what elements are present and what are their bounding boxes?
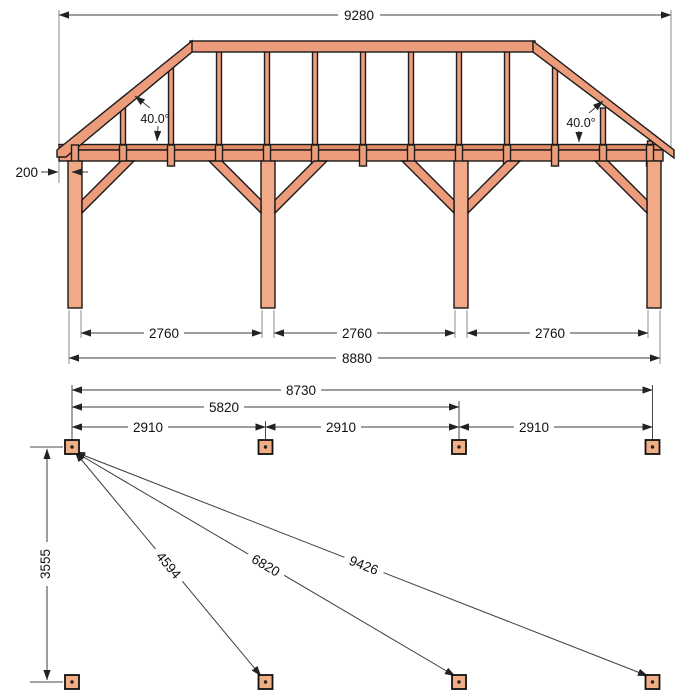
dim-label-bay-3: 2760 — [535, 326, 565, 341]
angle-label-right: 40.0° — [566, 116, 595, 130]
dim-depth-label-group: 3555 — [38, 542, 53, 586]
rafter-block — [358, 144, 368, 167]
dim-total-width: 9280 — [58, 8, 672, 23]
post-center-dot — [263, 445, 268, 449]
braces — [81, 160, 648, 215]
roof-stud — [551, 67, 559, 149]
rafter-block — [550, 144, 560, 167]
post-center-dot — [70, 680, 74, 684]
column-2 — [260, 160, 276, 309]
dimension-label-bg — [281, 383, 321, 397]
roof-stud — [503, 49, 511, 149]
angle-leader — [588, 100, 604, 114]
dim-plan-depth: 3555 — [38, 448, 53, 681]
rafter-block — [166, 144, 176, 167]
dimension-label-bg — [336, 351, 378, 365]
dimension-label-bg — [530, 326, 570, 340]
dimension-label-bg — [144, 326, 184, 340]
brace — [467, 160, 522, 215]
roof-stud — [167, 67, 175, 149]
roof-stud — [311, 49, 319, 149]
angle-label-left: 40.0° — [140, 112, 169, 126]
ridge-beam — [189, 40, 536, 53]
dimension-label-bg — [514, 420, 554, 434]
roof-stud — [215, 49, 223, 149]
dim-overhang: 200 — [15, 165, 88, 180]
roof-stud — [359, 49, 367, 149]
post-center-dot — [650, 445, 655, 449]
column-4 — [646, 160, 662, 309]
roof-stud — [407, 49, 415, 149]
dim-plan-total: 8730 — [71, 383, 653, 398]
right-rafter — [532, 39, 675, 160]
brace — [81, 160, 136, 215]
rafter-blocks — [70, 144, 655, 167]
dim-label-diagonal-3: 9426 — [347, 553, 380, 578]
angle-right: 40.0° — [566, 100, 604, 143]
post-center-dot — [650, 680, 655, 684]
dimension-label-bg — [342, 551, 386, 579]
roof-studs — [71, 49, 654, 149]
angle-leader — [134, 95, 151, 109]
diag-label-group-3: 9426 — [342, 551, 386, 579]
dim-label-plan-bay-1: 2910 — [133, 420, 163, 435]
dim-columns-width: 8880 — [68, 351, 661, 366]
dim-label-plan-total: 8730 — [286, 383, 316, 398]
dimension-label-bg — [128, 420, 168, 434]
left-rafter — [56, 39, 193, 158]
dimension-label-bg — [38, 542, 52, 586]
brace — [400, 160, 455, 215]
dim-label-plan-bay-3: 2910 — [519, 420, 549, 435]
elevation-view: 9280 200 40.0° 40.0° 2760 27 — [15, 8, 675, 366]
dim-label-bay-2: 2760 — [342, 326, 372, 341]
angle-left: 40.0° — [134, 95, 170, 142]
dim-label-overhang: 200 — [15, 165, 38, 180]
dimension-label-bg — [244, 548, 288, 582]
roof-stud — [263, 49, 271, 149]
dimension-label-bg — [338, 8, 380, 22]
dimension-label-bg — [321, 420, 361, 434]
dim-plan-double-bay: 5820 — [71, 400, 460, 415]
dim-label-total-width: 9280 — [344, 8, 374, 23]
column-3 — [453, 160, 469, 309]
angle-leader — [154, 125, 162, 142]
roof-stud — [599, 107, 607, 149]
dim-bays-elevation: 2760 2760 2760 — [80, 326, 649, 341]
plan-view: 8730 5820 2910 2910 2910 3555 — [30, 383, 661, 690]
dim-plan-bays: 2910 2910 2910 — [71, 420, 653, 435]
roof-stud — [119, 107, 127, 149]
dimension-label-bg — [150, 544, 188, 586]
dim-label-plan-bay-2: 2910 — [326, 420, 356, 435]
dimension-label-bg — [337, 326, 377, 340]
post-center-dot — [263, 680, 268, 684]
dim-label-columns-width: 8880 — [342, 351, 372, 366]
dim-label-plan-depth: 3555 — [38, 549, 53, 579]
dim-label-plan-double-bay: 5820 — [209, 400, 239, 415]
brace — [207, 160, 262, 215]
brace — [274, 160, 329, 215]
dimension-label-bg — [204, 400, 244, 414]
post-center-dot — [70, 445, 74, 449]
dim-label-bay-1: 2760 — [149, 326, 179, 341]
brace — [593, 160, 648, 215]
foundation-posts — [64, 439, 661, 690]
dim-diagonals: 4594 6820 9426 — [74, 451, 649, 677]
columns — [67, 160, 662, 309]
diag-label-group-1: 4594 — [150, 544, 188, 586]
roof-stud — [455, 49, 463, 149]
timber-frame — [56, 39, 675, 309]
post-center-dot — [457, 680, 461, 684]
column-1 — [67, 160, 83, 309]
diag-label-group-2: 6820 — [244, 548, 288, 582]
post-center-dot — [457, 445, 461, 449]
